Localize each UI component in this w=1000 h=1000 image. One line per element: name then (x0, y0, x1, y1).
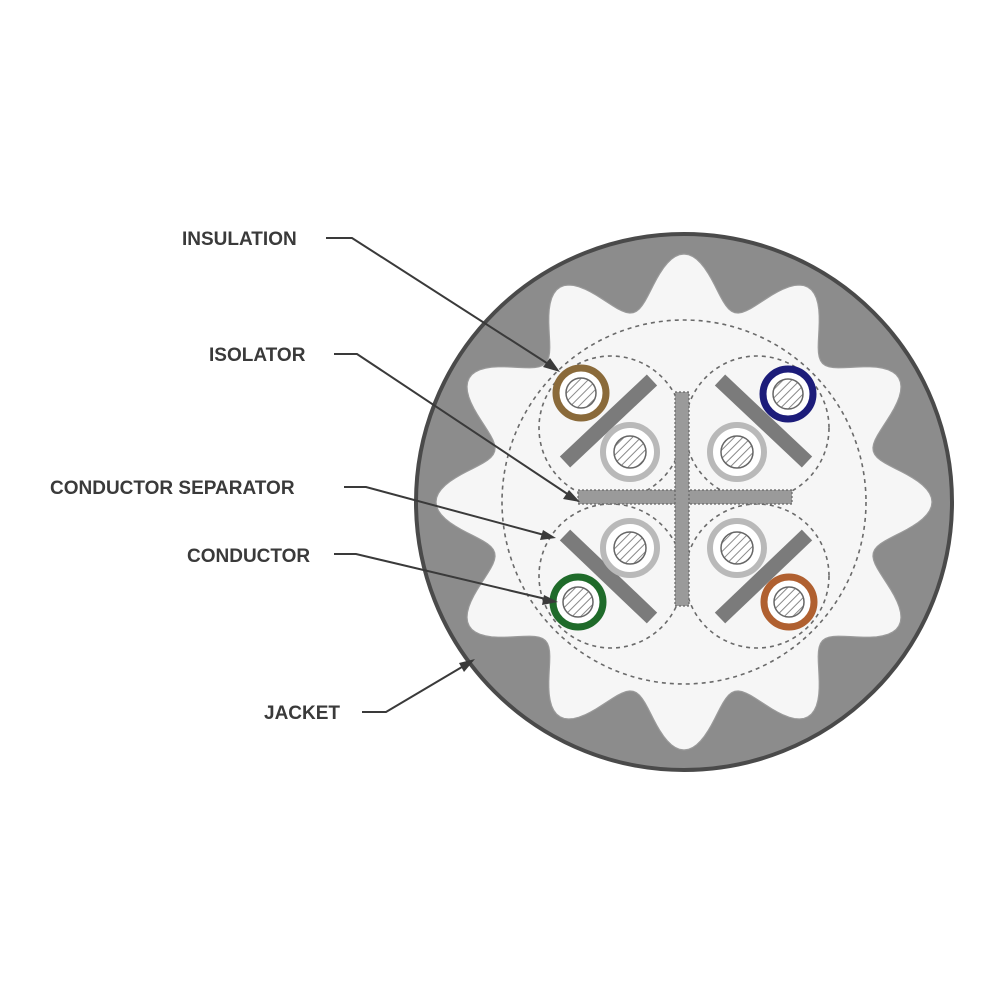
label-conductor-separator: CONDUCTOR SEPARATOR (50, 478, 295, 499)
leader-conductor (334, 553, 551, 601)
wire-plain-3 (600, 518, 660, 578)
arrowhead-insulation (543, 358, 560, 372)
label-conductor: CONDUCTOR (187, 546, 310, 567)
conductor-core (562, 586, 594, 618)
wire-plain-1 (600, 422, 660, 482)
arrowhead-conductor (542, 595, 558, 605)
label-jacket: JACKET (264, 703, 340, 724)
wire-blue (759, 365, 817, 423)
callouts: INSULATION ISOLATOR CONDUCTOR SEPARATOR … (50, 229, 580, 724)
isolators (559, 374, 813, 624)
wire-orange (760, 573, 818, 631)
leader-insulation (326, 237, 554, 368)
wire-green (549, 573, 607, 631)
conductor-core (565, 377, 597, 409)
conductor-core (720, 531, 754, 565)
conductor-core (772, 378, 804, 410)
isolator-top-left (559, 374, 658, 468)
leader-conductor-separator (344, 486, 549, 537)
label-isolator: ISOLATOR (209, 345, 306, 366)
isolator-bottom-right (714, 529, 813, 624)
arrowhead-jacket (459, 659, 475, 672)
arrowhead-conductor-separator (540, 530, 556, 540)
label-insulation: INSULATION (182, 229, 297, 250)
core-boundary-ring (501, 319, 867, 685)
wire-pairs (549, 364, 818, 631)
conductor-core (773, 586, 805, 618)
conductor-core (613, 531, 647, 565)
leader-isolator (334, 353, 573, 498)
wire-brown (552, 364, 610, 422)
arrowhead-isolator (563, 490, 580, 502)
isolator-bottom-left (559, 529, 658, 624)
leader-jacket (362, 663, 468, 713)
wire-plain-4 (707, 518, 767, 578)
isolator-top-right (714, 374, 813, 468)
wire-plain-2 (707, 422, 767, 482)
conductor-separator (577, 391, 793, 607)
separator-vertical-arm (674, 391, 690, 607)
conductor-core (720, 435, 754, 469)
conductor-core (613, 435, 647, 469)
